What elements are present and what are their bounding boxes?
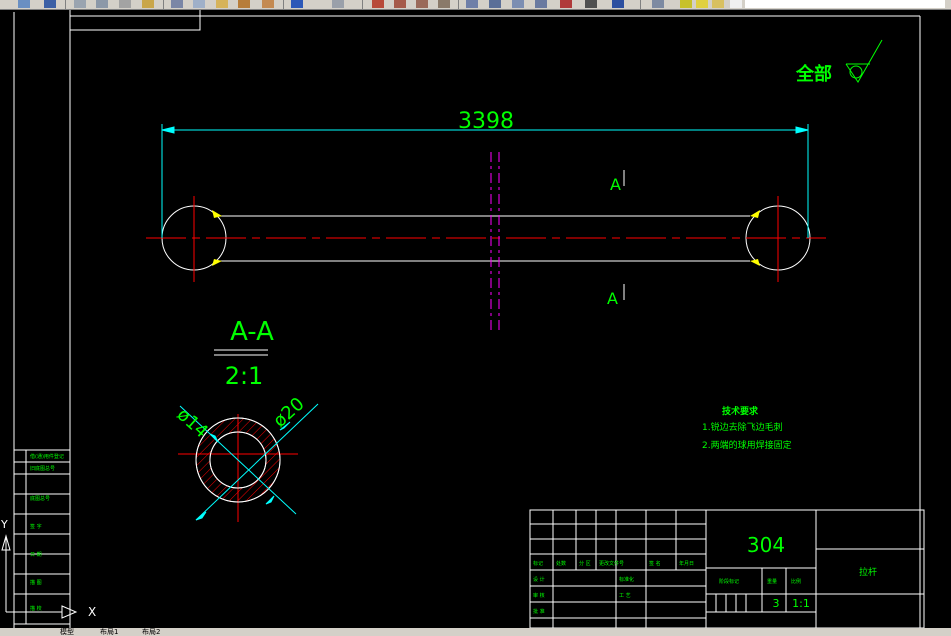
overall-length-dimension[interactable] bbox=[161, 124, 809, 238]
toolbar-button-tool-palettes[interactable] bbox=[512, 0, 524, 8]
toolbar-separator bbox=[458, 0, 459, 9]
section-marker-bottom: A bbox=[607, 289, 618, 308]
toolbar-button-layer-color[interactable] bbox=[730, 0, 742, 8]
break-lines bbox=[490, 152, 500, 330]
rod-outline[interactable] bbox=[216, 215, 750, 262]
left-strip-label: 借(通)用件登记 bbox=[30, 453, 64, 460]
svg-text:标记: 标记 bbox=[533, 560, 543, 567]
ucs-x-label: X bbox=[88, 605, 96, 619]
left-strip-labels: 借(通)用件登记 旧底图总号 底图总号 签 字 日 期 描 图 描 校 bbox=[30, 453, 64, 612]
toolbar-button-help[interactable] bbox=[612, 0, 624, 8]
toolbar-separator bbox=[640, 0, 641, 9]
svg-text:工 艺: 工 艺 bbox=[619, 593, 631, 599]
svg-text:更改文件号: 更改文件号 bbox=[599, 560, 624, 567]
part-number: 304 bbox=[747, 533, 785, 557]
tech-requirements-title: 技术要求 bbox=[722, 405, 759, 417]
surface-finish-symbol-icon bbox=[845, 39, 883, 83]
section-scale: 2:1 bbox=[225, 362, 264, 390]
tab-layout2[interactable]: 布局2 bbox=[142, 628, 161, 636]
toolbar-button-block-editor[interactable] bbox=[262, 0, 274, 8]
toolbar bbox=[0, 0, 951, 10]
toolbar-button-open[interactable] bbox=[18, 0, 30, 8]
tech-requirement-item: 2.两端的球用焊接固定 bbox=[702, 439, 792, 451]
toolbar-button-layer-state[interactable] bbox=[680, 0, 692, 8]
toolbar-button-cut[interactable] bbox=[171, 0, 183, 8]
svg-text:阶段标记: 阶段标记 bbox=[719, 578, 739, 585]
toolbar-button-copy[interactable] bbox=[193, 0, 205, 8]
toolbar-button-layer-sun[interactable] bbox=[696, 0, 708, 8]
toolbar-button-markup[interactable] bbox=[560, 0, 572, 8]
tube-inner-circle bbox=[209, 431, 267, 489]
toolbar-button-design-center[interactable] bbox=[489, 0, 501, 8]
section-title-underline bbox=[214, 349, 268, 356]
model-space-background bbox=[0, 10, 951, 628]
toolbar-button-zoom-previous[interactable] bbox=[438, 0, 450, 8]
left-strip-label: 签 字 bbox=[30, 523, 42, 530]
toolbar-separator bbox=[362, 0, 363, 9]
svg-text:批 准: 批 准 bbox=[533, 608, 545, 615]
left-strip-label: 日 期 bbox=[30, 552, 42, 558]
part-name: 拉杆 bbox=[859, 566, 877, 578]
overall-length-dim-text: 3398 bbox=[458, 109, 514, 134]
toolbar-separator bbox=[163, 0, 164, 9]
toolbar-layer-dropdown[interactable] bbox=[745, 0, 945, 8]
toolbar-button-plot[interactable] bbox=[142, 0, 154, 8]
tech-requirement-item: 1.锐边去除飞边毛刺 bbox=[702, 421, 783, 433]
ucs-y-label: Y bbox=[0, 518, 8, 531]
tube-outer-circle bbox=[195, 417, 281, 503]
toolbar-button-properties[interactable] bbox=[466, 0, 478, 8]
left-strip-table bbox=[13, 449, 71, 625]
toolbar-separator bbox=[65, 0, 66, 9]
quantity-value: 3 bbox=[773, 597, 780, 610]
section-marker-top: A bbox=[610, 175, 621, 194]
title-block bbox=[529, 509, 925, 628]
toolbar-button-print[interactable] bbox=[74, 0, 86, 8]
layout-tabs: 模型 布局1 布局2 bbox=[0, 628, 951, 636]
toolbar-button-layers[interactable] bbox=[652, 0, 664, 8]
svg-text:审 核: 审 核 bbox=[533, 592, 545, 599]
svg-text:设 计: 设 计 bbox=[533, 576, 545, 583]
toolbar-button-paste[interactable] bbox=[216, 0, 228, 8]
section-title: A-A bbox=[230, 317, 274, 347]
svg-text:签 名: 签 名 bbox=[649, 560, 661, 567]
toolbar-button-preview[interactable] bbox=[96, 0, 108, 8]
toolbar-button-save[interactable] bbox=[44, 0, 56, 8]
svg-text:年月日: 年月日 bbox=[679, 560, 694, 567]
svg-text:比例: 比例 bbox=[791, 578, 801, 585]
toolbar-button-redo[interactable] bbox=[332, 0, 344, 8]
toolbar-button-sheet-set[interactable] bbox=[535, 0, 547, 8]
svg-text:重量: 重量 bbox=[767, 578, 777, 585]
left-strip-label: 底图总号 bbox=[30, 495, 50, 502]
tab-model[interactable]: 模型 bbox=[60, 628, 74, 636]
left-strip-label: 旧底图总号 bbox=[30, 465, 55, 472]
toolbar-button-layer-lock[interactable] bbox=[712, 0, 724, 8]
toolbar-button-undo[interactable] bbox=[291, 0, 303, 8]
toolbar-button-zoom-window[interactable] bbox=[416, 0, 428, 8]
left-strip-label: 描 校 bbox=[30, 605, 42, 612]
ucs-icon bbox=[1, 534, 78, 619]
toolbar-button-publish[interactable] bbox=[119, 0, 131, 8]
drawing-canvas[interactable]: 借(通)用件登记 旧底图总号 底图总号 签 字 日 期 描 图 描 校 X Y bbox=[0, 10, 951, 628]
toolbar-button-pan[interactable] bbox=[372, 0, 384, 8]
left-strip-label: 描 图 bbox=[30, 579, 42, 586]
surface-finish-note: 全部 bbox=[795, 63, 832, 85]
toolbar-button-calculator[interactable] bbox=[585, 0, 597, 8]
svg-text:标准化: 标准化 bbox=[619, 576, 634, 583]
tab-layout1[interactable]: 布局1 bbox=[100, 628, 119, 636]
scale-value: 1:1 bbox=[792, 597, 810, 610]
svg-text:处数: 处数 bbox=[556, 560, 566, 567]
title-block-labels: 标记 处数 分 区 更改文件号 签 名 年月日 设 计 标准化 审 核 工 艺 … bbox=[533, 560, 801, 615]
weld-fillets bbox=[212, 210, 760, 266]
svg-text:分 区: 分 区 bbox=[579, 560, 591, 567]
toolbar-button-zoom-realtime[interactable] bbox=[394, 0, 406, 8]
diameter-dimensions[interactable] bbox=[179, 403, 319, 521]
toolbar-separator bbox=[283, 0, 284, 9]
toolbar-button-match-properties[interactable] bbox=[238, 0, 250, 8]
